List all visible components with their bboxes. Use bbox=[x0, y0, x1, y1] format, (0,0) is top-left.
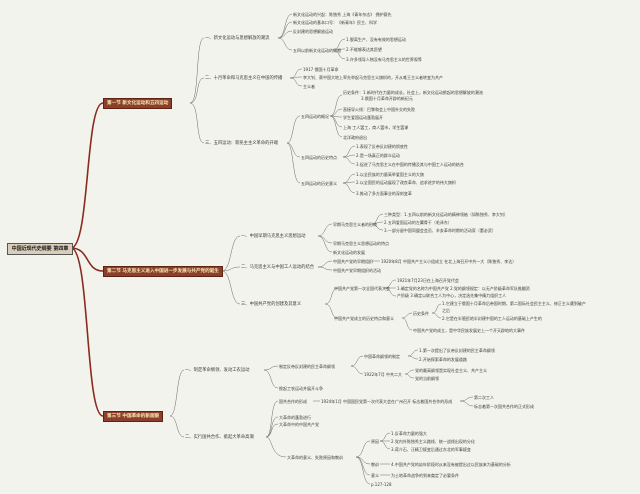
branch-node[interactable]: 五四以前新文化运动的局限 bbox=[293, 48, 341, 53]
branch-node[interactable]: 1922年7月 中共二大 bbox=[364, 372, 402, 377]
leaf-node[interactable]: 反封建的思想解放运动 bbox=[293, 29, 333, 34]
leaf-node[interactable]: 2.以全国民的运动展现了改良革命、追求进步的伟大旗帜 bbox=[356, 180, 456, 185]
leaf-node[interactable]: 1.确定党的名称为中国共产党 2.党的纲领规定：以无产阶级革命军队推翻资 bbox=[397, 286, 530, 291]
branch-node[interactable]: 意义 bbox=[371, 473, 379, 478]
leaf-node[interactable]: 之后 bbox=[442, 308, 450, 313]
chapter-2-node[interactable]: 第二节 马克思主义进入中国进一步发展与共产党的诞生 bbox=[103, 266, 223, 277]
leaf-node[interactable]: 中国共产党的成立，是中华民族发展史上一个开天辟地的大事件 bbox=[413, 328, 525, 333]
leaf-node[interactable]: 3.俄国十月革命开辟的新纪元 bbox=[361, 96, 413, 101]
leaf-node[interactable]: 1.第一次提出了反帝反封建的民主革命纲领 bbox=[419, 348, 495, 353]
leaf-node[interactable]: 1.以全民族的力量高举爱国主义的大旗 bbox=[356, 172, 424, 177]
branch-node[interactable]: 中国共产党的早期组织 bbox=[333, 259, 373, 264]
branch-node[interactable]: 中国革命纲领的制定 bbox=[364, 354, 400, 359]
branch-node[interactable]: 中国共产党第一次全国代表大会 bbox=[334, 286, 390, 291]
leaf-node[interactable]: 3.推动了多方面事业的深刻变革 bbox=[356, 191, 412, 196]
branch-node[interactable]: 原因 bbox=[371, 439, 379, 444]
leaf-node[interactable]: 2.是一场真正的群众运动 bbox=[356, 153, 400, 158]
leaf-node[interactable]: 北洋政府退出 bbox=[343, 135, 367, 140]
leaf-node[interactable]: 1.表现了反帝反封建的彻底性 bbox=[356, 144, 408, 149]
leaf-node[interactable]: 产阶级 3.确定以联合工人为中心，决定选先集中精力组织工人 bbox=[397, 293, 507, 298]
leaf-node[interactable]: 主义者 bbox=[303, 84, 315, 89]
leaf-node[interactable]: 掀起工农运动并展开斗争 bbox=[279, 386, 323, 391]
leaf-node[interactable]: 三种类型：1.五四以前的新文化运动的精神领袖（如陈独秀、李大钊） bbox=[384, 212, 508, 217]
leaf-node[interactable]: 第二次工人 bbox=[474, 395, 494, 400]
leaf-node[interactable]: 1.脱离生产、没有有效的思想运动 bbox=[346, 37, 406, 42]
chapter-3-node[interactable]: 第三节 中国革命的新面貌 bbox=[103, 411, 164, 422]
leaf-node[interactable]: 3.一部分留中国同盟会会员、辛亥革命时期的活动家（董必武） bbox=[384, 228, 496, 233]
branch-node[interactable]: 大革命的意义、失败原因和教训 bbox=[287, 455, 343, 460]
branch-node[interactable]: 历史条件 bbox=[413, 311, 429, 316]
leaf-node[interactable]: 中国共产党早期组织的活动 bbox=[333, 268, 381, 273]
leaf-node[interactable]: 2.它是在半殖民地半封建中国的工人运动的基础上产生的 bbox=[442, 316, 542, 321]
section-node[interactable]: 三、五四运动：新民主主义革命的开端 bbox=[205, 141, 279, 146]
chapter-1-node[interactable]: 第一节 新文化运动和五四运动 bbox=[103, 98, 173, 109]
leaf-node[interactable]: p.127-128 bbox=[371, 482, 392, 487]
leaf-node[interactable]: 1920年8月 中国共产主义小组成立 在北上海召开中共一大（陈独秀、李达） bbox=[381, 259, 517, 264]
leaf-node[interactable]: 3.促进了马克思主义在中国的传播及其与中国工人运动的结合 bbox=[356, 162, 464, 167]
leaf-node[interactable]: 1921年7月23日在上海召开党代会 bbox=[397, 278, 459, 283]
branch-node[interactable]: 制定反帝反封建的民主革命纲领 bbox=[279, 364, 335, 369]
branch-node[interactable]: 教训 bbox=[371, 462, 379, 467]
section-node[interactable]: 一、新文化运动与思想解放的潮流 bbox=[205, 36, 270, 41]
leaf-node[interactable]: 党的当前纲领 bbox=[415, 376, 439, 381]
leaf-node[interactable]: 学生爱国运动蓬勃展开 bbox=[343, 115, 383, 120]
section-node[interactable]: 二、马克思主义与中国工人运动的结合 bbox=[241, 265, 315, 270]
section-node[interactable]: 二、十月革命和马克思主义在中国的传播 bbox=[205, 76, 283, 81]
leaf-node[interactable]: 2.开始探索革命的发展道路 bbox=[419, 357, 467, 362]
leaf-node[interactable]: 直接导火线：巴黎和会上中国外交的失败 bbox=[343, 107, 415, 112]
leaf-node[interactable]: 大革命中的中国共产党 bbox=[279, 422, 319, 427]
branch-node[interactable]: 五四运动的历史意义 bbox=[301, 181, 337, 186]
leaf-node[interactable]: 1.反革命力量的强大 bbox=[391, 431, 427, 436]
leaf-node[interactable]: 新文化运动的基本口号：《新青年》民主、科学 bbox=[293, 20, 377, 25]
branch-node[interactable]: 国共合作的形成 bbox=[279, 399, 307, 404]
leaf-node[interactable]: 上海 工人罢工，商人罢市，学生罢课 bbox=[343, 125, 409, 130]
leaf-node[interactable]: 党的最高纲领是实现社会主义、共产主义 bbox=[415, 368, 487, 373]
leaf-node[interactable]: 3.蒋介石、汪精卫叛变后通过东北的军事叛变 bbox=[391, 447, 471, 452]
leaf-node[interactable]: 2.党内外陈独秀主义路线、统一战线出现的分化 bbox=[391, 439, 475, 444]
leaf-node[interactable]: 李大钊、蔡中国大地上率先举起马克思主义旗帜的，开从唯王主义者转变为共产 bbox=[303, 75, 443, 80]
leaf-node[interactable]: 历史条件：1.新时代在力量的成长，社会上，新文化运动掀起的思想解放的潮流 bbox=[343, 90, 483, 95]
branch-node[interactable]: 中国共产党成立的历史特点和意义 bbox=[334, 316, 394, 321]
leaf-node[interactable]: 标志着第一次国共合作的正式形成 bbox=[474, 404, 534, 409]
leaf-node[interactable]: 为土地革命战争的到来奠定了必要条件 bbox=[391, 473, 459, 478]
section-node[interactable]: 三、中国共产党的创建及其意义 bbox=[241, 302, 302, 307]
section-node[interactable]: 一、制定革命纲领、发动工农运动 bbox=[185, 368, 250, 373]
leaf-node[interactable]: 2.不能够表达其愿望 bbox=[346, 47, 382, 52]
branch-node[interactable]: 早期马克思主义者的形成 bbox=[333, 222, 377, 227]
leaf-node[interactable]: 新文化运动的兴起：陈独秀 上海《青年杂志》 拥护赛先 bbox=[293, 12, 392, 17]
branch-node[interactable]: 五四运动的概况 bbox=[301, 114, 329, 119]
leaf-node[interactable]: 1.它建立于俄国十月革命后帝国时期，第二国际社会民主主义、修正主义遭到破产 bbox=[442, 301, 586, 306]
leaf-node[interactable]: 大革命的蓬勃进行 bbox=[279, 415, 311, 420]
leaf-node[interactable]: 1917 俄国十月革命 bbox=[303, 67, 339, 72]
leaf-node[interactable]: 3.许多领导人物没有马克思主义的世界观等 bbox=[346, 57, 422, 62]
section-node[interactable]: 一、中国早期马克思主义思想运动 bbox=[241, 234, 306, 239]
branch-node[interactable]: 五四运动的历史特点 bbox=[301, 155, 337, 160]
root-topic[interactable]: 中国近现代史纲要 第四章 bbox=[7, 243, 73, 255]
section-node[interactable]: 二、实行国共合作、掀起大革命高潮 bbox=[185, 435, 254, 440]
leaf-node[interactable]: 早期马克思主义思想运动的特点 bbox=[333, 241, 389, 246]
leaf-node[interactable]: 4.中国共产党的幼年阶段时从来没有被提出过以民族来为基础的分析 bbox=[391, 462, 511, 467]
leaf-node[interactable]: 2.五四爱国运动的左翼骨干（毛泽东） bbox=[384, 220, 452, 225]
leaf-node[interactable]: 新文化运动的发展 bbox=[333, 250, 365, 255]
branch-node[interactable]: 1924年1月 中国国民党第一次代表大会在广州召开 标志着国共合作的形成 bbox=[321, 399, 453, 404]
